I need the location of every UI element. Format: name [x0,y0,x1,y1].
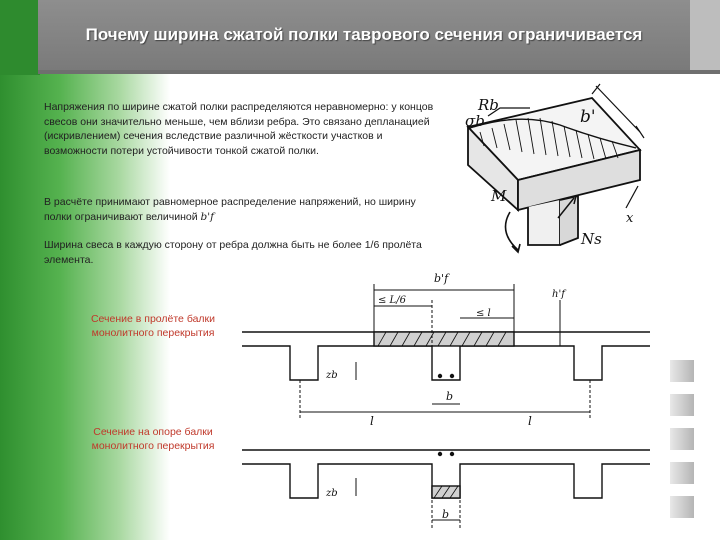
green-corner-strip [0,0,40,75]
paragraph-flange-limit-text: В расчёте принимают равномерное распреде… [44,196,416,223]
deco-square [670,394,694,416]
label-b: b [446,390,453,403]
label-l-left: l [370,414,374,428]
t-beam-sketch [466,83,645,254]
label-bf: b'f [434,272,450,285]
support-section-drawing [242,449,650,528]
header-underline [38,70,720,74]
label-hf: h'f [552,289,567,300]
caption-support-section: Сечение на опоре балки монолитного перек… [91,426,215,452]
sketch-label-sigma: σb [465,112,485,130]
paragraph-overhang-rule: Ширина свеса в каждую сторону от ребра д… [44,239,422,266]
sketch-label-ns: Ns [580,230,602,248]
sketch-label-moment: M [490,187,507,205]
caption-span-section: Сечение в пролёте балки монолитного пере… [90,313,216,339]
green-side-band [0,0,170,540]
label-zb: zb [325,370,338,381]
paragraph-stress-distribution: Напряжения по ширине сжатой полки распре… [44,101,434,157]
sketch-label-x: x [626,211,634,226]
page-title: Почему ширина сжатой полки таврового сеч… [85,25,643,44]
slide-header: Почему ширина сжатой полки таврового сеч… [38,0,690,70]
sketch-label-b-prime: b' [580,107,596,127]
deco-square [670,462,694,484]
label-zb-support: zb [325,488,338,499]
deco-square [670,428,694,450]
label-l6: ≤ L/6 [378,295,407,306]
label-l-right: l [528,414,532,428]
deco-square [670,496,694,518]
header-accent [690,0,720,70]
label-b-support: b [442,508,449,521]
flange-width-symbol: b'f [200,210,215,223]
sketch-label-rb: Rb [477,96,499,114]
span-section-drawing [242,284,650,420]
label-le-l: ≤ l [476,308,491,319]
paragraph-flange-limit: В расчёте принимают равномерное распреде… [44,195,439,224]
deco-square [670,360,694,382]
